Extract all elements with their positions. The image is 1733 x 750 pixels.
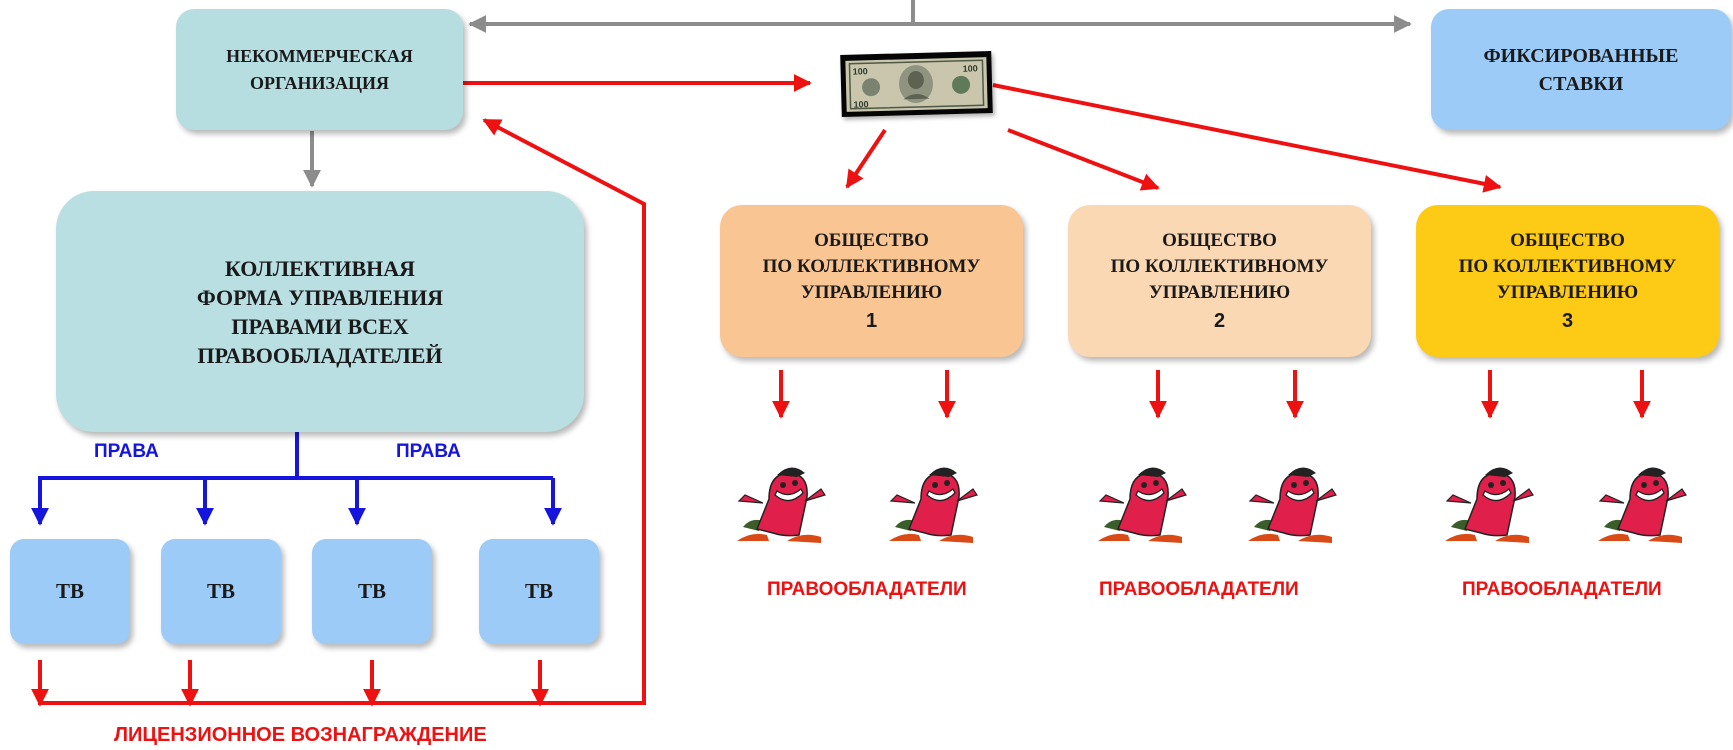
collective-management-box: КОЛЛЕКТИВНАЯ ФОРМА УПРАВЛЕНИЯ ПРАВАМИ ВС… bbox=[56, 191, 584, 432]
red-arrow-money-to-society-1 bbox=[845, 128, 887, 189]
society-3-line-2: ПО КОЛЛЕКТИВНОМУ bbox=[1458, 256, 1677, 277]
dollar-bill-denomination-left: 100 bbox=[853, 66, 868, 76]
society-1-line-3: УПРАВЛЕНИЮ bbox=[800, 282, 943, 303]
nko-line-1: НЕКОММЕРЧЕСКАЯ bbox=[226, 45, 413, 66]
society-2-number: 2 bbox=[1213, 310, 1226, 332]
red-arrow-money-to-society-3 bbox=[992, 83, 1502, 193]
cartoon-character-icon bbox=[1445, 467, 1534, 543]
tv-box-2-label: ТВ bbox=[206, 579, 235, 603]
fixed-rates-line-1: ФИКСИРОВАННЫЕ bbox=[1483, 44, 1679, 67]
society-2-line-2: ПО КОЛЛЕКТИВНОМУ bbox=[1110, 256, 1329, 277]
collective-line-1: КОЛЛЕКТИВНАЯ bbox=[224, 255, 416, 281]
tv-box-3-label: ТВ bbox=[357, 579, 386, 603]
rightsholders-label-3: ПРАВООБЛАДАТЕЛИ bbox=[1462, 579, 1662, 600]
collective-line-4: ПРАВООБЛАДАТЕЛЕЙ bbox=[197, 342, 443, 368]
tv-box-1: ТВ bbox=[10, 539, 130, 644]
society-box-2: ОБЩЕСТВО ПО КОЛЛЕКТИВНОМУ УПРАВЛЕНИЮ 2 bbox=[1068, 205, 1371, 357]
dollar-bill-drawing: 100 100 100 bbox=[845, 57, 988, 112]
cartoon-character-icon bbox=[1098, 467, 1187, 543]
fixed-rates-box: ФИКСИРОВАННЫЕ СТАВКИ bbox=[1431, 9, 1731, 130]
tv-box-4: ТВ bbox=[479, 539, 599, 644]
cartoon-character-icon bbox=[1598, 467, 1687, 543]
collective-line-2: ФОРМА УПРАВЛЕНИЯ bbox=[196, 284, 444, 310]
rightsholders-label-1: ПРАВООБЛАДАТЕЛИ bbox=[767, 579, 967, 600]
dollar-bill-icon: 100 100 100 bbox=[840, 51, 993, 117]
society-1-line-2: ПО КОЛЛЕКТИВНОМУ bbox=[762, 256, 981, 277]
rightsholders-label-2: ПРАВООБЛАДАТЕЛИ bbox=[1099, 579, 1299, 600]
fixed-rates-line-2: СТАВКИ bbox=[1538, 72, 1624, 95]
cartoon-character-icon bbox=[737, 467, 826, 543]
cartoon-character-icon bbox=[889, 467, 978, 543]
red-arrow-money-to-society-2 bbox=[1007, 128, 1160, 191]
collective-line-3: ПРАВАМИ ВСЕХ bbox=[231, 313, 409, 339]
rights-label-right: ПРАВА bbox=[396, 441, 461, 462]
tv-box-4-label: ТВ bbox=[524, 579, 553, 603]
nko-box: НЕКОММЕРЧЕСКАЯ ОРГАНИЗАЦИЯ bbox=[176, 9, 463, 130]
society-3-line-3: УПРАВЛЕНИЮ bbox=[1496, 282, 1639, 303]
society-3-line-1: ОБЩЕСТВО bbox=[1510, 230, 1625, 251]
license-fee-label: ЛИЦЕНЗИОННОЕ ВОЗНАГРАЖДЕНИЕ bbox=[114, 724, 487, 746]
tv-box-3: ТВ bbox=[312, 539, 432, 644]
rights-label-left: ПРАВА bbox=[94, 441, 159, 462]
dollar-bill-denomination-right: 100 bbox=[962, 63, 977, 73]
society-1-number: 1 bbox=[865, 310, 878, 332]
society-3-number: 3 bbox=[1561, 310, 1574, 332]
society-box-1: ОБЩЕСТВО ПО КОЛЛЕКТИВНОМУ УПРАВЛЕНИЮ 1 bbox=[720, 205, 1023, 357]
cartoon-character-icon bbox=[1248, 467, 1337, 543]
dollar-bill-denomination-bottom: 100 bbox=[853, 99, 868, 109]
red-license-fee-loop bbox=[31, 118, 646, 707]
nko-line-2: ОРГАНИЗАЦИЯ bbox=[249, 72, 389, 93]
blue-rights-distribution bbox=[31, 432, 562, 526]
society-2-line-3: УПРАВЛЕНИЮ bbox=[1148, 282, 1291, 303]
tv-box-2: ТВ bbox=[161, 539, 281, 644]
society-box-3: ОБЩЕСТВО ПО КОЛЛЕКТИВНОМУ УПРАВЛЕНИЮ 3 bbox=[1416, 205, 1719, 357]
society-1-line-1: ОБЩЕСТВО bbox=[814, 230, 929, 251]
red-arrows-to-rightsholders bbox=[772, 370, 1651, 419]
society-2-line-1: ОБЩЕСТВО bbox=[1162, 230, 1277, 251]
gray-top-connector bbox=[468, 0, 1412, 33]
tv-box-1-label: ТВ bbox=[55, 579, 84, 603]
